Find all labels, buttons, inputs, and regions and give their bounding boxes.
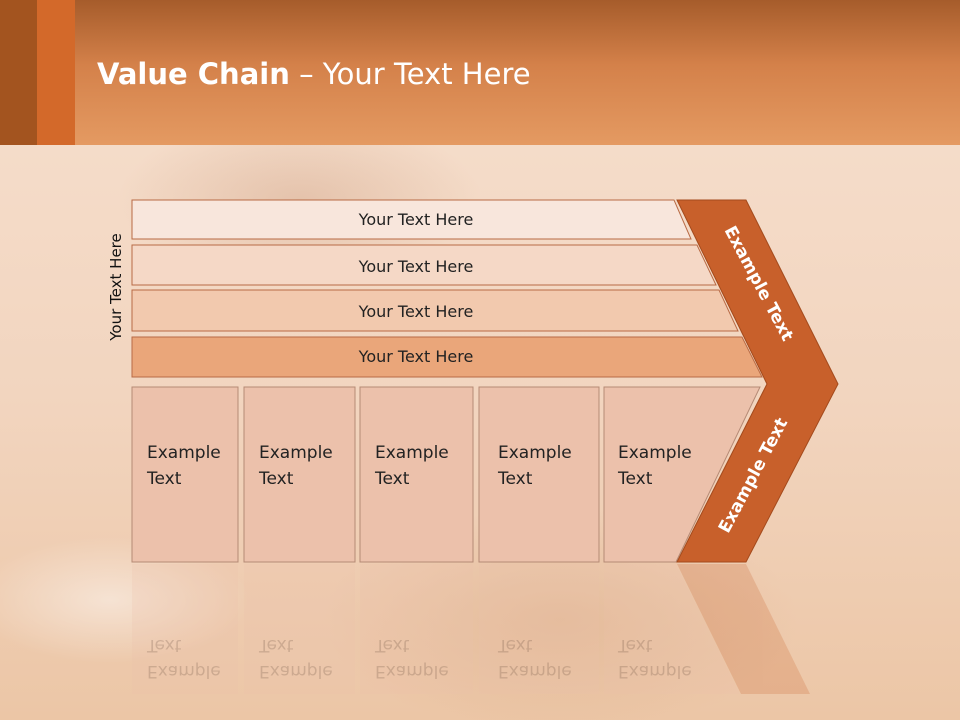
primary-cell-4-reflection-text: Example Text [498,635,572,681]
support-bar-2-label: Your Text Here [358,257,474,276]
primary-cell-3[interactable] [359,386,474,563]
primary-cell-1-reflection: Example Text [147,632,242,684]
primary-cell-4-label: Example Text [498,440,593,492]
margin-chevron[interactable] [676,199,839,563]
primary-cell-4-reflection: Example Text [498,632,593,684]
primary-cell-1-reflection-text: Example Text [147,635,221,681]
support-bar-1[interactable] [131,199,692,240]
primary-cell-2-reflection: Example Text [259,632,354,684]
primary-cell-2-label: Example Text [259,440,354,492]
primary-cell-2-reflection-text: Example Text [259,635,333,681]
support-bar-3-label: Your Text Here [358,302,474,321]
primary-cell-1-text: Example Text [147,443,221,489]
title-bold: Value Chain [97,57,290,91]
header-stripe-dark [0,0,37,145]
header-stripe-orange [37,0,75,145]
primary-cell-2[interactable] [243,386,356,563]
slide-title: Value Chain – Your Text Here [97,52,531,96]
primary-cell-5-label: Example Text [618,440,713,492]
primary-cell-3-reflection-text: Example Text [375,635,449,681]
primary-cell-1-label: Example Text [147,440,242,492]
primary-cell-4[interactable] [478,386,600,563]
diagram-reflection [132,564,810,694]
title-rest: – Your Text Here [289,57,531,91]
primary-cell-3-text: Example Text [375,443,449,489]
primary-cell-5-reflection-text: Example Text [618,635,692,681]
support-bar-2[interactable] [131,244,717,286]
support-bar-4-label: Your Text Here [358,347,474,366]
primary-cell-5[interactable] [603,386,761,563]
primary-cell-2-text: Example Text [259,443,333,489]
primary-cell-3-label: Example Text [375,440,470,492]
primary-cell-5-text: Example Text [618,443,692,489]
support-bar-3[interactable] [131,289,739,332]
support-bar-1-label: Your Text Here [358,210,474,229]
primary-cell-5-reflection: Example Text [618,632,713,684]
title-bar: Value Chain – Your Text Here [0,0,960,145]
primary-cell-1[interactable] [131,386,239,563]
primary-cell-3-reflection: Example Text [375,632,470,684]
support-bar-4[interactable] [131,336,763,378]
primary-cell-4-text: Example Text [498,443,572,489]
